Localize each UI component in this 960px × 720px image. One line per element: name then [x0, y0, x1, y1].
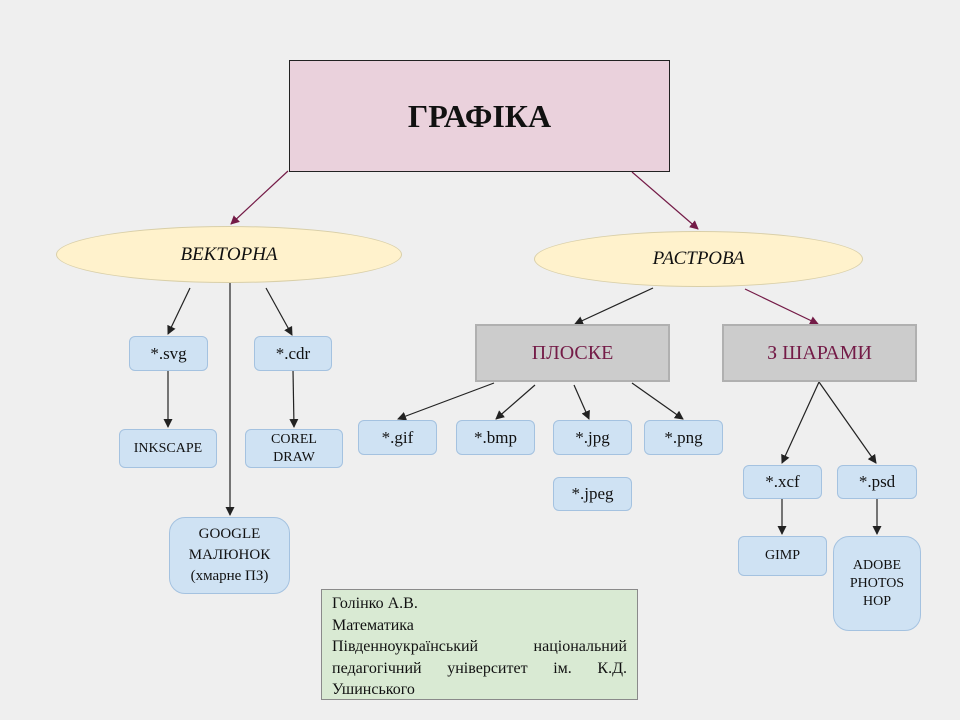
node-bmp-label: *.bmp [474, 427, 517, 447]
node-xcf-label: *.xcf [765, 472, 800, 491]
node-jpeg-label: *.jpeg [571, 484, 614, 503]
author-subject: Математика [332, 616, 414, 634]
arrow-cdr-to-corel [289, 369, 299, 428]
node-flat-label: ПЛОСКЕ [531, 341, 614, 364]
node-adobe-line1: ADOBE [852, 557, 902, 573]
arrow-raster-to-flat [574, 287, 654, 325]
node-svg-label: *.svg [150, 343, 187, 363]
node-raster-label: РАСТРОВА [652, 248, 745, 269]
arrow-title-to-raster [631, 171, 699, 230]
node-adobe-line3: HOP [862, 593, 891, 609]
arrow-flat-to-bmp [495, 384, 536, 420]
node-jpg: *.jpg [553, 420, 632, 455]
node-google-line1: GOOGLE [198, 526, 261, 542]
node-inkscape-label: INKSCAPE [133, 440, 203, 456]
arrow-title-to-vector [230, 170, 289, 225]
node-png: *.png [644, 420, 723, 455]
arrow-flat-to-gif [397, 382, 495, 421]
node-gif-label: *.gif [381, 427, 414, 447]
node-svg: *.svg [129, 336, 208, 371]
node-cdr-label: *.cdr [275, 343, 311, 363]
node-layered: З ШАРАМИ [722, 324, 917, 382]
node-cdr: *.cdr [254, 336, 332, 371]
author-university-line3: Ушинського [332, 681, 415, 698]
node-vector: ВЕКТОРНА [56, 226, 402, 283]
node-gimp: GIMP [738, 536, 827, 576]
node-png-label: *.png [664, 427, 703, 447]
node-coreldraw-line1: COREL [271, 431, 317, 447]
arrow-vector-to-svg [167, 287, 191, 335]
node-adobe-photoshop: ADOBE PHOTOS HOP [833, 536, 921, 631]
arrow-layered-to-psd [818, 381, 877, 464]
node-gif: *.gif [358, 420, 437, 455]
node-inkscape: INKSCAPE [119, 429, 217, 468]
node-google-line3: (хмарне ПЗ) [190, 568, 269, 584]
node-coreldraw: COREL DRAW [245, 429, 343, 468]
author-name: Голінко А.В. [332, 595, 418, 612]
arrow-layered-to-xcf [781, 381, 820, 464]
node-coreldraw-line2: DRAW [273, 449, 315, 465]
node-google-drawings: GOOGLE МАЛЮНОК (хмарне ПЗ) [169, 517, 290, 594]
node-layered-label: З ШАРАМИ [767, 341, 872, 364]
author-info-box: Голінко А.В. Математика Південноукраїнсь… [321, 589, 638, 700]
author-university-line1: Південноукраїнський національний [332, 638, 627, 655]
author-university-line2: педагогічний університет ім. К.Д. [332, 659, 627, 677]
arrow-raster-to-layered [744, 288, 819, 325]
node-adobe-line2: PHOTOS [849, 575, 905, 591]
node-google-line2: МАЛЮНОК [188, 547, 271, 563]
arrow-flat-to-jpg [573, 384, 590, 420]
node-raster: РАСТРОВА [534, 231, 863, 287]
node-bmp: *.bmp [456, 420, 535, 455]
node-xcf: *.xcf [743, 465, 822, 499]
arrow-flat-to-png [631, 382, 684, 420]
node-gimp-label: GIMP [764, 548, 800, 563]
node-psd: *.psd [837, 465, 917, 499]
root-node-title: ГРАФІКА [289, 60, 670, 172]
arrow-vector-to-cdr [265, 287, 293, 336]
node-vector-label: ВЕКТОРНА [180, 243, 278, 265]
node-flat: ПЛОСКЕ [475, 324, 670, 382]
node-jpg-label: *.jpg [575, 427, 610, 447]
root-node-label: ГРАФІКА [407, 97, 552, 134]
node-jpeg: *.jpeg [553, 477, 632, 511]
node-psd-label: *.psd [858, 472, 896, 491]
